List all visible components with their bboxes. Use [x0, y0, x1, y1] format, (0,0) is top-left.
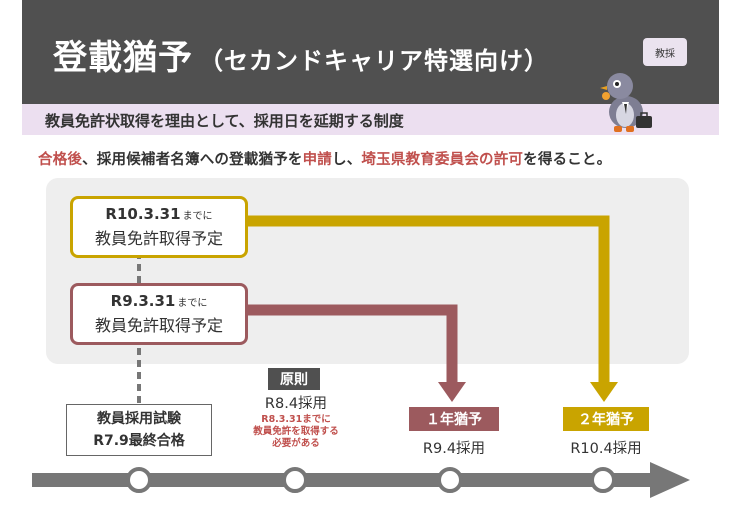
principle-label: 原則: [268, 368, 320, 390]
lead-part-6: を得ること。: [523, 152, 612, 168]
category-tag: 教採: [643, 38, 687, 66]
lead-part-2: 、採用候補者名簿への登載猶予を: [82, 152, 303, 168]
plan-date-value: R10.3.31: [105, 205, 181, 223]
timeline-node-r8: [282, 467, 308, 493]
two-year-deferral-label: ２年猶予: [563, 407, 649, 431]
lead-part-4: し、: [332, 152, 362, 168]
r10-hire-text: R10.4採用: [570, 441, 642, 457]
note-line-2: 教員免許を取得する: [253, 426, 339, 437]
plan-date-suffix: までに: [177, 298, 208, 309]
timeline-arrowhead: [650, 462, 690, 498]
page-title: 登載猶予（セカンドキャリア特選向け）: [53, 30, 549, 79]
r8-requirement-note: R8.3.31までに 教員免許を取得する 必要がある: [230, 414, 362, 450]
plan-date-suffix: までに: [182, 211, 213, 222]
two-year-arrow-line: [242, 215, 610, 384]
exam-box: 教員採用試験 R7.9最終合格: [66, 404, 212, 456]
lead-part-3: 申請: [302, 152, 333, 168]
exam-line-2: R7.9最終合格: [93, 433, 185, 449]
timeline-node-r9: [437, 467, 463, 493]
plan-date-value: R9.3.31: [110, 292, 176, 310]
title-main: 登載猶予: [53, 38, 193, 78]
pigeon-mascot-icon: [600, 73, 652, 132]
note-line-1: R8.3.31までに: [261, 414, 331, 425]
one-year-arrowhead: [438, 382, 466, 402]
description-band: [22, 104, 719, 135]
exam-line-1: 教員採用試験: [97, 411, 181, 427]
two-year-arrowhead: [590, 382, 618, 402]
note-line-3: 必要がある: [272, 438, 320, 449]
timeline-node-exam: [126, 467, 152, 493]
title-subtitle: （セカンドキャリア特選向け）: [199, 47, 549, 75]
lead-part-5: 埼玉県教育委員会の許可: [361, 152, 524, 168]
lead-part-1: 合格後: [38, 152, 83, 168]
timeline-bar: [32, 473, 652, 487]
header-bar: [22, 0, 719, 104]
timeline-node-r10: [590, 467, 616, 493]
plan-text: 教員免許取得予定: [94, 316, 223, 335]
description-text: 教員免許状取得を理由として、採用日を延期する制度: [45, 112, 404, 130]
one-year-arrow-line: [242, 304, 458, 384]
one-year-deferral-label: １年猶予: [409, 407, 499, 431]
r8-hire-text: R8.4採用: [264, 396, 328, 412]
lead-sentence: 合格後、採用候補者名簿への登載猶予を申請し、埼玉県教育委員会の許可を得ること。: [38, 148, 611, 169]
r9-hire-text: R9.4採用: [422, 441, 486, 457]
plan-text: 教員免許取得予定: [94, 229, 223, 248]
